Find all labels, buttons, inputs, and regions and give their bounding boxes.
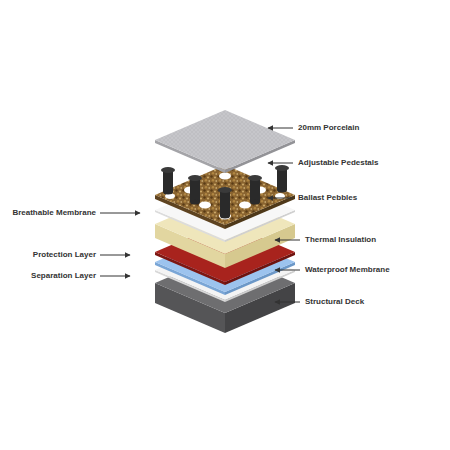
layer-label: 20mm Porcelain (298, 123, 359, 133)
layer-label: Waterproof Membrane (305, 265, 390, 275)
leader-arrows (100, 128, 300, 302)
ballast-pebbles (155, 165, 295, 229)
layer-label: Thermal Insulation (305, 235, 376, 245)
layer-label: Adjustable Pedestals (298, 158, 378, 168)
layer-label: Structural Deck (305, 297, 364, 307)
porcelain-tile (155, 110, 295, 173)
adjustable-pedestals (161, 165, 289, 219)
layer-label: Ballast Pebbles (298, 193, 357, 203)
layer-label: Breathable Membrane (4, 208, 96, 218)
layer-label: Protection Layer (4, 250, 96, 260)
layer-label: Separation Layer (4, 271, 96, 281)
